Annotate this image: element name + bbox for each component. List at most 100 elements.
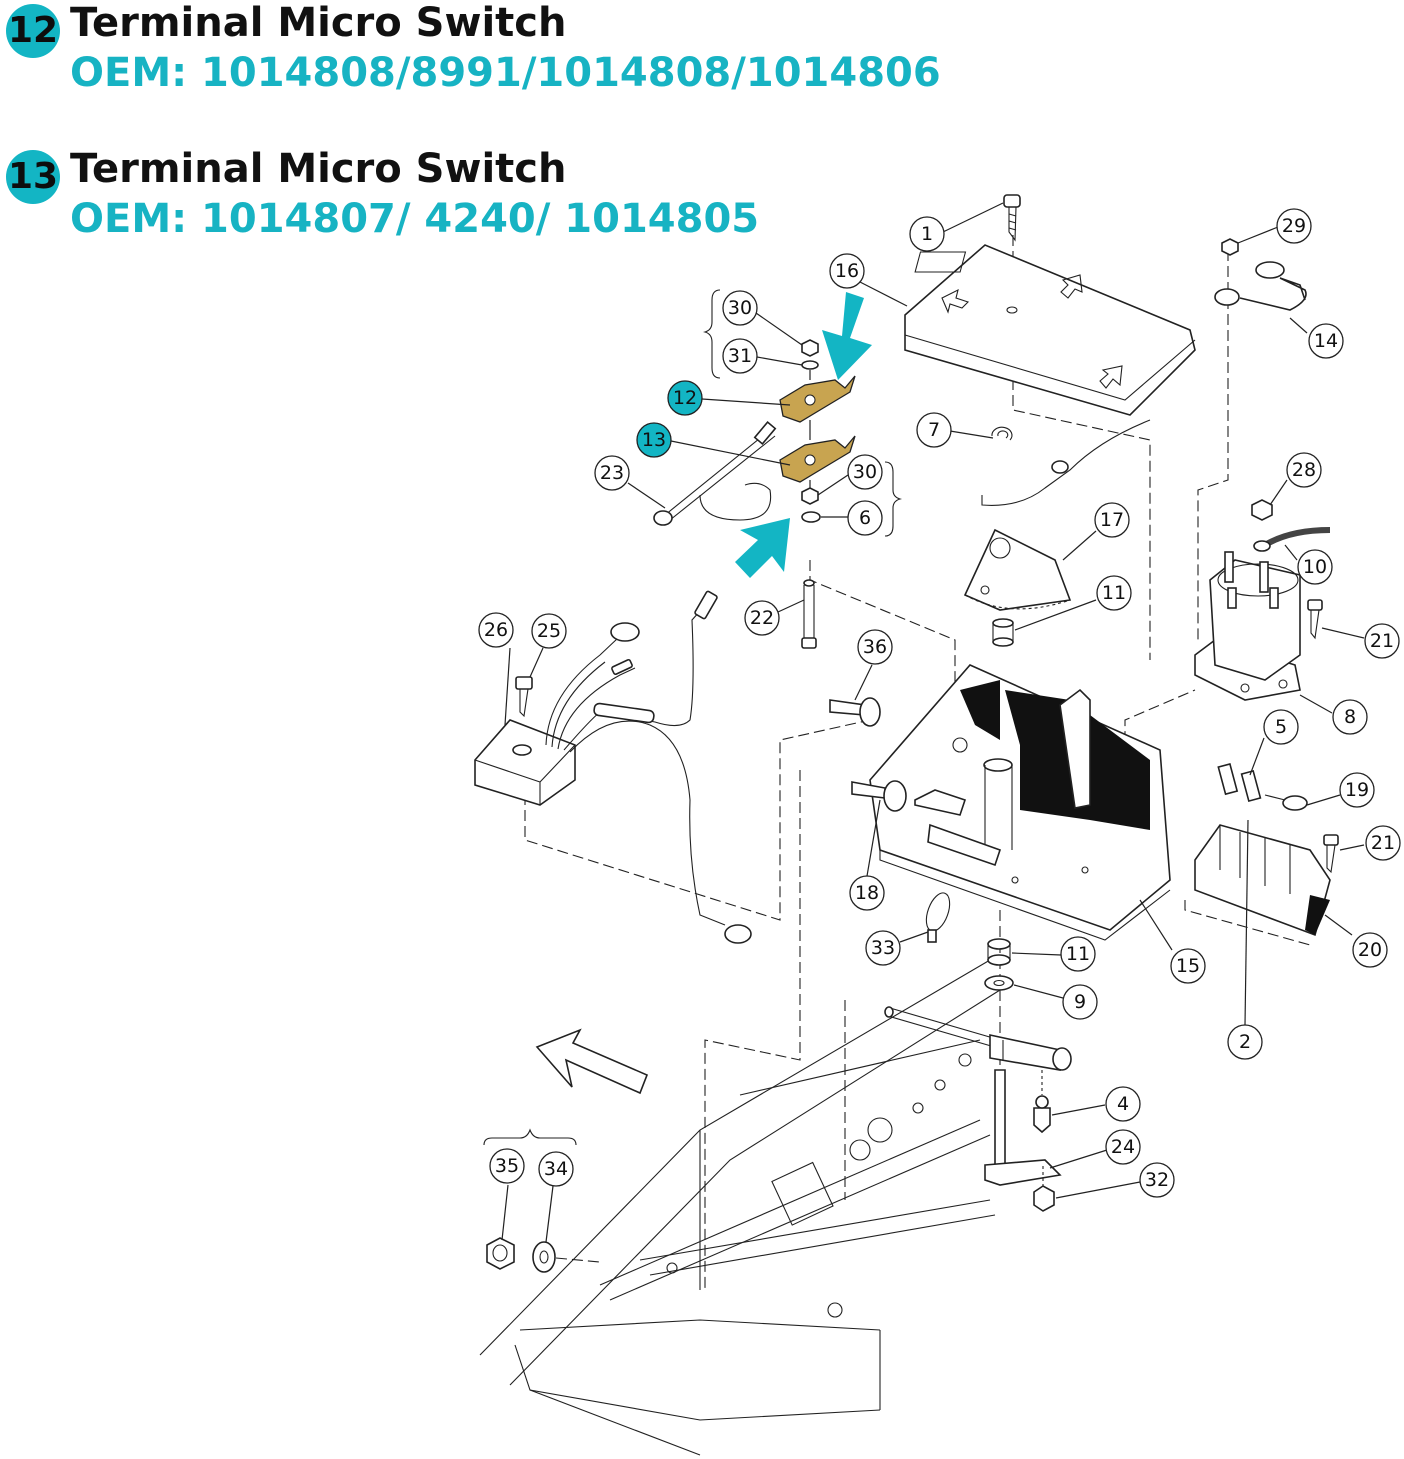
wire-harness [545, 590, 752, 944]
svg-text:33: 33 [871, 937, 895, 959]
callout-29: 29 [1276, 208, 1312, 244]
svg-text:13: 13 [642, 429, 666, 451]
ring-terminal [1253, 540, 1271, 552]
part-oem-numbers: OEM: 1014808/8991/1014808/1014806 [70, 50, 941, 96]
nut-part [486, 1237, 515, 1270]
svg-text:29: 29 [1282, 215, 1306, 237]
callout-13: 13 [636, 422, 672, 458]
callout-15: 15 [1170, 948, 1206, 984]
svg-text:21: 21 [1371, 832, 1395, 854]
svg-text:7: 7 [928, 419, 940, 441]
svg-text:35: 35 [495, 1155, 519, 1177]
svg-text:20: 20 [1358, 939, 1382, 961]
highlight-arrow-icon [735, 518, 790, 578]
svg-text:2: 2 [1239, 1031, 1251, 1053]
svg-text:10: 10 [1303, 556, 1327, 578]
assembly-lines [524, 235, 1311, 1290]
callout-4: 4 [1105, 1086, 1141, 1122]
svg-text:26: 26 [484, 619, 508, 641]
svg-text:36: 36 [863, 636, 887, 658]
nut-part [801, 487, 819, 505]
svg-text:24: 24 [1111, 1136, 1135, 1158]
callout-8: 8 [1332, 699, 1368, 735]
fuse-block [1194, 762, 1331, 937]
callout-21: 21 [1365, 825, 1401, 861]
leader-lines [501, 202, 1365, 1243]
callout-7: 7 [916, 412, 952, 448]
svg-text:22: 22 [750, 607, 774, 629]
washer-part [532, 1241, 556, 1273]
bushing-lower [987, 938, 1011, 966]
callout-19: 19 [1339, 772, 1375, 808]
callout-30: 30 [847, 454, 883, 490]
ground-strap [1214, 261, 1307, 311]
svg-text:17: 17 [1100, 509, 1124, 531]
washer-part [984, 975, 1014, 991]
callout-20: 20 [1352, 932, 1388, 968]
screw-part [1307, 599, 1323, 640]
nut-part [1251, 499, 1273, 521]
part-number-badge: 12 [6, 4, 60, 58]
callout-35: 35 [489, 1148, 525, 1184]
svg-text:34: 34 [544, 1158, 568, 1180]
svg-text:21: 21 [1370, 630, 1394, 652]
callout-25: 25 [531, 613, 567, 649]
bolt-part [829, 697, 881, 727]
washer-part [801, 511, 821, 523]
callout-28: 28 [1286, 452, 1322, 488]
callout-1: 1 [909, 216, 945, 252]
solenoid [1194, 551, 1301, 701]
callout-33: 33 [865, 930, 901, 966]
callout-14: 14 [1308, 323, 1344, 359]
svg-text:28: 28 [1292, 459, 1316, 481]
svg-text:12: 12 [673, 387, 697, 409]
callout-17: 17 [1094, 502, 1130, 538]
svg-text:8: 8 [1344, 706, 1356, 728]
svg-text:30: 30 [853, 461, 877, 483]
svg-text:16: 16 [835, 260, 859, 282]
micro-switch-12 [779, 375, 856, 423]
svg-text:6: 6 [859, 507, 871, 529]
callout-36: 36 [857, 629, 893, 665]
retaining-clip [991, 426, 1013, 441]
grommet [1051, 460, 1069, 474]
svg-text:11: 11 [1066, 943, 1090, 965]
svg-text:5: 5 [1275, 716, 1287, 738]
part-oem-numbers: OEM: 1014807/ 4240/ 1014805 [70, 196, 760, 242]
callout-5: 5 [1263, 709, 1299, 745]
svg-text:23: 23 [600, 462, 624, 484]
svg-text:9: 9 [1074, 991, 1086, 1013]
nut-part [1221, 238, 1239, 256]
screw-part [1323, 834, 1339, 874]
callout-9: 9 [1062, 984, 1098, 1020]
callout-16: 16 [829, 253, 865, 289]
cable-10 [1263, 527, 1331, 548]
callout-6: 6 [847, 500, 883, 536]
callout-11: 11 [1096, 575, 1132, 611]
micro-switch-13 [779, 435, 856, 483]
part-title: Terminal Micro Switch [70, 0, 567, 46]
callout-12: 12 [667, 380, 703, 416]
washer-part [801, 360, 819, 370]
svg-text:11: 11 [1102, 582, 1126, 604]
chassis-frame [479, 959, 1001, 1456]
callout-24: 24 [1105, 1129, 1141, 1165]
callout-21: 21 [1364, 623, 1400, 659]
clamp-part [925, 892, 951, 943]
bolt-part [851, 780, 907, 812]
callout-10: 10 [1297, 549, 1333, 585]
part-title: Terminal Micro Switch [70, 146, 567, 192]
gear-sector [963, 528, 1072, 611]
callout-30: 30 [722, 290, 758, 326]
controller-cover [904, 244, 1196, 416]
svg-text:25: 25 [537, 620, 561, 642]
callouts: 1 2 4 5 6 7 8 9 10 11 11 12 13 14 15 16 … [478, 208, 1401, 1198]
callout-23: 23 [594, 455, 630, 491]
grease-fitting [1033, 1070, 1051, 1134]
callout-32: 32 [1139, 1162, 1175, 1198]
screw-part [515, 676, 533, 718]
pivot-shaft [884, 1006, 1072, 1186]
highlight-arrow-icon [822, 292, 872, 380]
nut-part [801, 339, 819, 357]
